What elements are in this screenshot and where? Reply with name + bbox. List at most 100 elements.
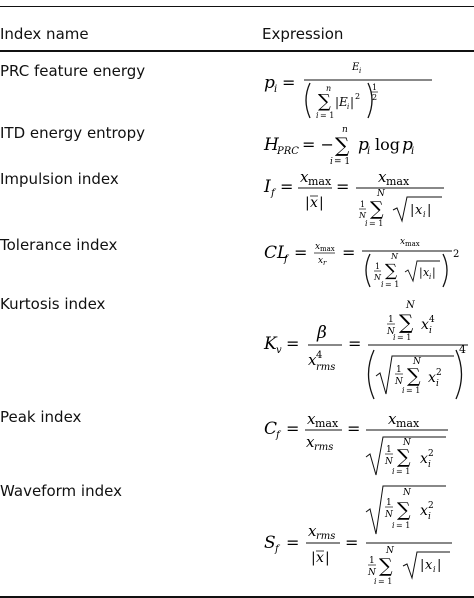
svg-text:=: = [286, 419, 299, 438]
svg-text:x: x [425, 558, 433, 573]
svg-text:=: = [348, 334, 361, 353]
svg-text:v: v [276, 345, 282, 356]
svg-text:x: x [388, 410, 397, 428]
row-name-prc-feature-energy: PRC feature energy [0, 62, 146, 80]
column-header-index-name: Index name [0, 25, 89, 43]
svg-text:= 1: = 1 [369, 219, 383, 228]
svg-text:E: E [338, 95, 348, 109]
svg-text:2: 2 [355, 92, 360, 101]
svg-text:= −: = − [302, 135, 334, 154]
svg-text:C: C [264, 419, 277, 439]
svg-text:n: n [342, 125, 348, 135]
svg-text:=: = [280, 177, 293, 196]
svg-text:PRC: PRC [276, 146, 299, 157]
svg-text:|: | [410, 203, 414, 218]
svg-text:N: N [384, 510, 394, 520]
table-bottom-rule [0, 596, 474, 598]
svg-text:N: N [386, 327, 396, 337]
svg-text:i: i [429, 273, 431, 281]
svg-text:r: r [323, 259, 327, 267]
svg-text:i: i [393, 333, 396, 342]
svg-text:4: 4 [316, 350, 322, 361]
svg-text:p: p [402, 135, 413, 155]
svg-text:i: i [433, 565, 436, 574]
svg-text:1: 1 [375, 262, 380, 271]
svg-text:rms: rms [316, 531, 335, 542]
svg-text:1: 1 [388, 315, 394, 325]
svg-text:x: x [415, 203, 423, 218]
svg-text:N: N [405, 300, 416, 311]
svg-text:n: n [326, 84, 331, 93]
svg-text:= 1: = 1 [396, 467, 410, 476]
svg-text:|: | [319, 195, 324, 211]
svg-text:=: = [342, 243, 355, 262]
svg-text:x: x [300, 168, 309, 186]
svg-text:2: 2 [428, 501, 434, 511]
svg-text:i: i [367, 146, 370, 157]
svg-text:N: N [367, 568, 377, 578]
svg-text:x: x [308, 522, 317, 540]
svg-text:2: 2 [453, 249, 459, 260]
svg-text:E: E [351, 62, 360, 73]
svg-text:log: log [375, 135, 400, 154]
svg-text:f: f [274, 544, 281, 555]
svg-text:=: = [345, 533, 358, 552]
svg-text:x: x [318, 256, 323, 266]
svg-text:N: N [384, 457, 394, 467]
svg-text:∑: ∑ [385, 261, 397, 281]
row-name-tolerance-index: Tolerance index [0, 236, 118, 254]
svg-text:2: 2 [428, 449, 434, 459]
svg-text:=: = [294, 243, 307, 262]
svg-text:β: β [316, 323, 327, 343]
svg-text:=: = [347, 419, 360, 438]
svg-text:∑: ∑ [397, 446, 411, 468]
svg-text:=: = [286, 533, 299, 552]
column-header-expression: Expression [262, 25, 344, 43]
svg-text:i: i [274, 84, 277, 95]
svg-text:= 1: = 1 [320, 111, 334, 120]
svg-text:|: | [437, 558, 441, 573]
svg-text:i: i [347, 103, 349, 111]
svg-text:=: = [282, 73, 295, 92]
formula-prc-feature-energy: p i = E i n ∑ i = 1 | E i | 2 1 2 [262, 58, 462, 124]
formula-tolerance-index: CL f = x max x r = x max 1 N N ∑ i = 1 |… [262, 229, 472, 293]
formula-impulsion-index: I f = x max | x | = x max 1 N N ∑ i = 1 … [262, 163, 467, 229]
svg-text:i: i [381, 280, 384, 289]
svg-text:max: max [396, 417, 420, 430]
row-name-waveform-index: Waveform index [0, 482, 122, 500]
svg-text:|: | [432, 266, 436, 280]
svg-text:x: x [428, 370, 436, 386]
svg-text:i: i [374, 577, 377, 586]
svg-text:|: | [305, 195, 310, 211]
svg-text:x: x [307, 410, 316, 428]
formula-waveform-index: S f = x rms | x | = 1 N N ∑ i = 1 x i 2 … [262, 480, 462, 592]
svg-text:= 1: = 1 [385, 280, 399, 289]
svg-text:|: | [427, 203, 431, 218]
svg-text:1: 1 [372, 83, 377, 92]
svg-text:∑: ∑ [407, 365, 421, 387]
header-rule [0, 50, 474, 52]
svg-text:i: i [428, 460, 431, 470]
row-name-peak-index: Peak index [0, 408, 82, 426]
svg-text:= 1: = 1 [406, 386, 420, 395]
svg-text:p: p [264, 73, 275, 93]
svg-text:x: x [315, 242, 320, 252]
svg-text:x: x [378, 168, 387, 186]
svg-text:1: 1 [360, 200, 365, 209]
svg-text:x: x [400, 237, 405, 247]
svg-text:i: i [365, 219, 368, 228]
svg-text:1: 1 [369, 556, 375, 566]
svg-text:∑: ∑ [318, 91, 331, 112]
svg-text:x: x [308, 351, 317, 369]
formula-itd-energy-entropy: H PRC = − n ∑ i = 1 p i log p i [262, 125, 462, 167]
svg-text:i: i [429, 326, 432, 336]
svg-text:i: i [411, 146, 414, 157]
svg-text:2: 2 [436, 368, 442, 378]
svg-text:max: max [315, 417, 339, 430]
svg-text:= 1: = 1 [396, 521, 410, 530]
row-name-itd-energy-entropy: ITD energy entropy [0, 124, 145, 142]
svg-text:f: f [283, 254, 290, 265]
svg-text:x: x [310, 195, 318, 211]
svg-text:= 1: = 1 [334, 157, 350, 167]
svg-text:H: H [263, 135, 280, 155]
